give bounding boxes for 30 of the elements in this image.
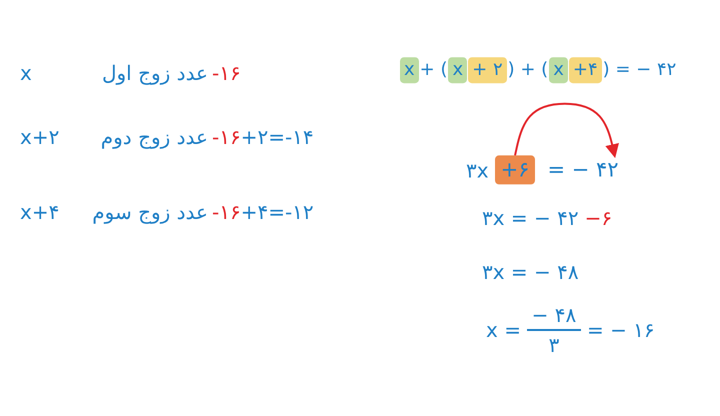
math-text: − ۴۸ (532, 303, 576, 327)
math-text: -۱۶ (212, 200, 241, 224)
highlighted-term: + ۲ (468, 57, 507, 83)
math-text: +۲=-۱۴ (240, 125, 314, 149)
highlighted-term: x (400, 57, 419, 83)
math-text: = − ۱۶ (586, 318, 655, 342)
math-text: −۶ (584, 206, 612, 230)
highlighted-term: x (448, 57, 468, 83)
row-label: عدد زوج اول (100, 61, 208, 85)
math-text: = − ۴۲ (541, 155, 625, 185)
math-text: ) = − ۴۲ (602, 59, 676, 81)
math-text: x (20, 61, 32, 85)
math-text: ۳x = − ۴۸ (482, 260, 579, 284)
math-text: x+۲ (20, 125, 60, 149)
math-text: ۳x (466, 158, 489, 182)
math-text: x+۴ (20, 200, 60, 224)
highlighted-term: +۶ (494, 155, 536, 185)
math-text: + ( (420, 59, 448, 81)
curved-arrow (514, 102, 619, 158)
math-text: -۱۶ (212, 61, 241, 85)
row-label: عدد زوج دوم (100, 125, 208, 149)
highlighted-term: +۴ (568, 57, 602, 83)
math-text: +۴=-۱۲ (240, 200, 314, 224)
math-text: -۱۶ (212, 125, 241, 149)
math-text: ۳x = − ۴۲ (482, 206, 579, 230)
highlighted-term: x (549, 57, 568, 83)
row-label: عدد زوج سوم (91, 200, 208, 224)
math-text: x = (486, 318, 521, 342)
math-text: ۳ (548, 333, 560, 357)
math-text: ) + ( (508, 59, 548, 81)
